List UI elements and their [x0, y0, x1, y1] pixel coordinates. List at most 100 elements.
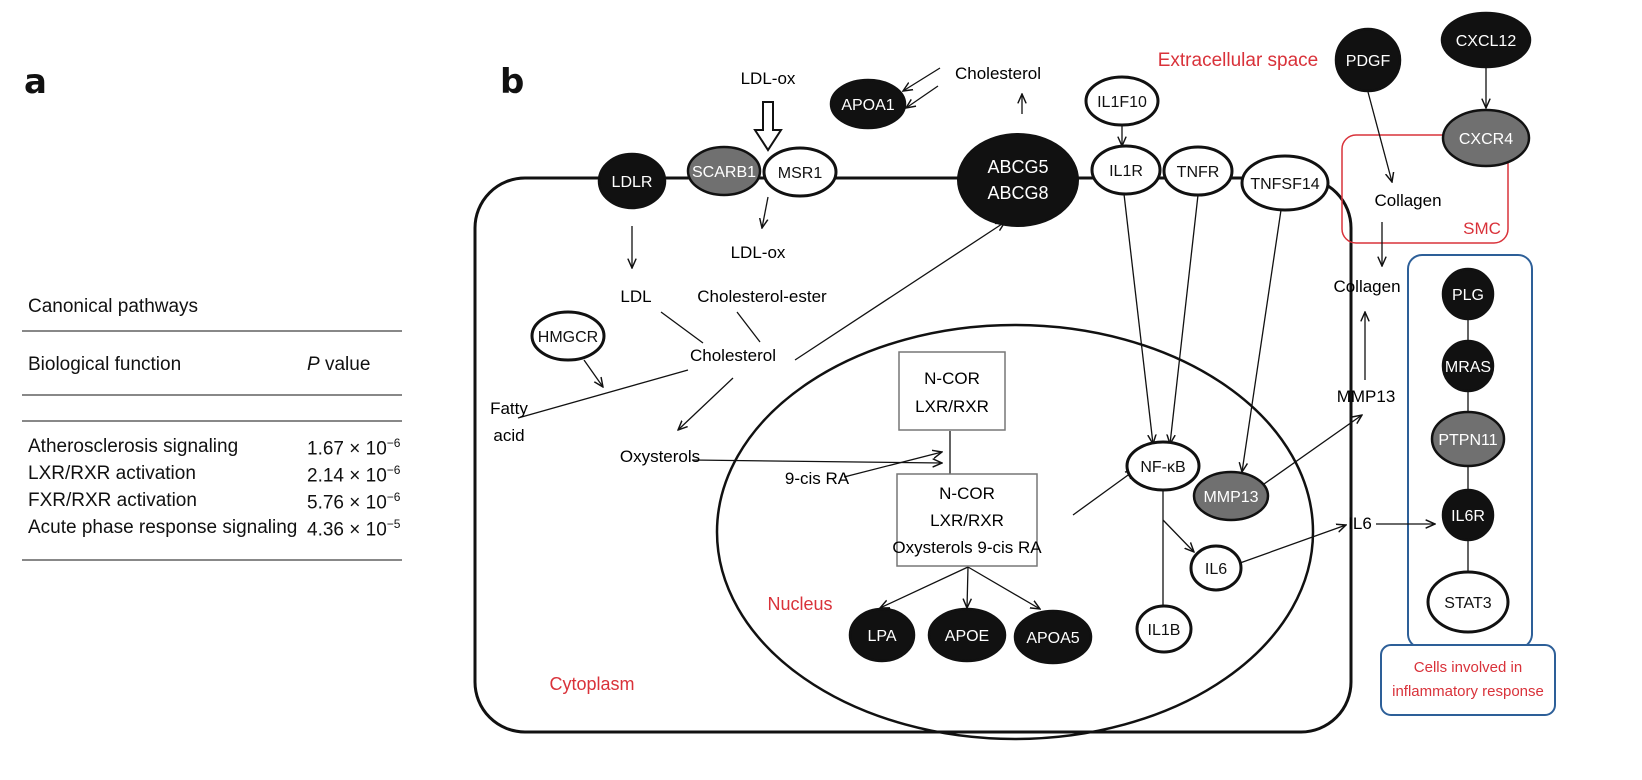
node-stat3: STAT3	[1426, 570, 1510, 634]
svg-text:IL1R: IL1R	[1109, 163, 1143, 180]
pathway-pvalue: 5.76 × 10−6	[307, 490, 401, 514]
label-ldlox-top: LDL-ox	[741, 69, 796, 88]
connector	[1170, 194, 1199, 444]
svg-text:ABCG8: ABCG8	[987, 183, 1048, 203]
label-il6-out: IL6	[1348, 514, 1372, 533]
ldlox-hollow-arrow	[753, 101, 783, 152]
table-caption: Canonical pathways	[28, 296, 199, 317]
node-mmp13: MMP13	[1192, 470, 1270, 522]
smc-box	[1341, 134, 1509, 244]
label-cholesterol: Cholesterol	[690, 346, 776, 365]
svg-text:SCARB1: SCARB1	[692, 164, 756, 181]
cytoplasm-label: Cytoplasm	[549, 674, 634, 694]
node-ldlr: LDLR	[597, 152, 667, 210]
connector	[1242, 209, 1282, 472]
svg-text:PDGF: PDGF	[1346, 53, 1391, 70]
label-collagen-out: Collagen	[1333, 277, 1400, 296]
extracellular-space-label: Extracellular space	[1158, 50, 1319, 71]
svg-text:CXCR4: CXCR4	[1459, 131, 1513, 148]
pathway-name: Acute phase response signaling	[28, 517, 298, 538]
ncor-lxr-box: N-COR LXR/RXR	[898, 351, 1006, 431]
label-ldlox-in: LDL-ox	[731, 243, 786, 262]
svg-text:TNFSF14: TNFSF14	[1250, 176, 1319, 193]
cell-membrane	[473, 176, 1353, 734]
node-apoa5: APOA5	[1013, 609, 1093, 665]
node-plg: PLG	[1441, 267, 1495, 321]
svg-text:IL1B: IL1B	[1148, 622, 1181, 639]
inflammatory-label-line2: inflammatory response	[1392, 683, 1544, 700]
node-nfkb: NF-κB	[1125, 440, 1201, 492]
svg-text:TNFR: TNFR	[1177, 164, 1220, 181]
svg-text:APOA5: APOA5	[1026, 630, 1079, 647]
node-il6r: IL6R	[1441, 488, 1495, 542]
node-pdgf: PDGF	[1334, 27, 1402, 93]
svg-text:LXR/RXR: LXR/RXR	[930, 511, 1004, 530]
inflammatory-label-line1: Cells involved in	[1414, 659, 1522, 676]
connector	[1123, 193, 1153, 444]
node-apoa1: APOA1	[829, 78, 907, 130]
node-lpa: LPA	[848, 607, 916, 663]
connector	[1072, 470, 1135, 516]
connector	[794, 222, 1005, 361]
column-header-function: Biological function	[28, 354, 182, 375]
svg-text:CXCL12: CXCL12	[1456, 33, 1517, 50]
svg-text:LDLR: LDLR	[612, 174, 653, 191]
label-ninecis: 9-cis RA	[785, 469, 850, 488]
connector	[1367, 91, 1392, 182]
connector	[967, 566, 968, 608]
svg-text:MRAS: MRAS	[1445, 359, 1491, 376]
label-chol-ester: Cholesterol-ester	[697, 287, 827, 306]
connector	[1263, 415, 1362, 485]
node-cxcl12: CXCL12	[1440, 11, 1532, 69]
connector	[1239, 525, 1346, 564]
node-hmgcr: HMGCR	[530, 310, 606, 362]
svg-text:HMGCR: HMGCR	[538, 329, 598, 346]
pathway-pvalue: 4.36 × 10−5	[307, 517, 401, 541]
smc-label: SMC	[1463, 219, 1501, 238]
svg-text:APOA1: APOA1	[841, 97, 894, 114]
pathway-pvalue: 1.67 × 10−6	[307, 436, 401, 460]
connector	[583, 359, 603, 387]
connector	[903, 67, 941, 91]
svg-text:STAT3: STAT3	[1444, 595, 1492, 612]
label-mmp13-out: MMP13	[1337, 387, 1396, 406]
connector	[762, 196, 769, 228]
node-tnfsf14: TNFSF14	[1240, 154, 1330, 212]
panel-label-b: b	[500, 62, 525, 102]
svg-text:MSR1: MSR1	[778, 165, 823, 182]
label-fatty: Fatty	[490, 399, 528, 418]
node-il1b: IL1B	[1135, 604, 1193, 654]
connector	[906, 85, 939, 108]
svg-text:LXR/RXR: LXR/RXR	[915, 397, 989, 416]
label-ldl: LDL	[620, 287, 651, 306]
svg-text:IL6: IL6	[1205, 561, 1227, 578]
label-oxysterols: Oxysterols	[620, 447, 700, 466]
svg-text:N-COR: N-COR	[939, 484, 995, 503]
connector	[736, 311, 761, 343]
node-il1f10: IL1F10	[1084, 75, 1160, 127]
column-header-pvalue: P value	[307, 354, 371, 375]
node-msr1: MSR1	[762, 146, 838, 198]
node-apoe: APOE	[927, 607, 1007, 663]
node-cxcr4: CXCR4	[1441, 108, 1531, 168]
svg-text:IL1F10: IL1F10	[1097, 94, 1147, 111]
nucleus-label: Nucleus	[767, 594, 832, 614]
svg-text:ABCG5: ABCG5	[987, 157, 1048, 177]
svg-text:LPA: LPA	[867, 628, 896, 645]
pathway-pvalue: 2.14 × 10−6	[307, 463, 401, 487]
node-il6: IL6	[1189, 544, 1243, 592]
connector	[880, 566, 969, 608]
pathway-name: LXR/RXR activation	[28, 463, 196, 484]
node-tnfr: TNFR	[1162, 145, 1234, 197]
svg-text:IL6R: IL6R	[1451, 508, 1485, 525]
connector	[517, 369, 689, 419]
svg-text:N-COR: N-COR	[924, 369, 980, 388]
connector	[678, 377, 734, 430]
svg-text:APOE: APOE	[945, 628, 989, 645]
node-scarb1: SCARB1	[686, 145, 762, 197]
label-collagen-smc: Collagen	[1374, 191, 1441, 210]
connector	[1162, 519, 1194, 552]
